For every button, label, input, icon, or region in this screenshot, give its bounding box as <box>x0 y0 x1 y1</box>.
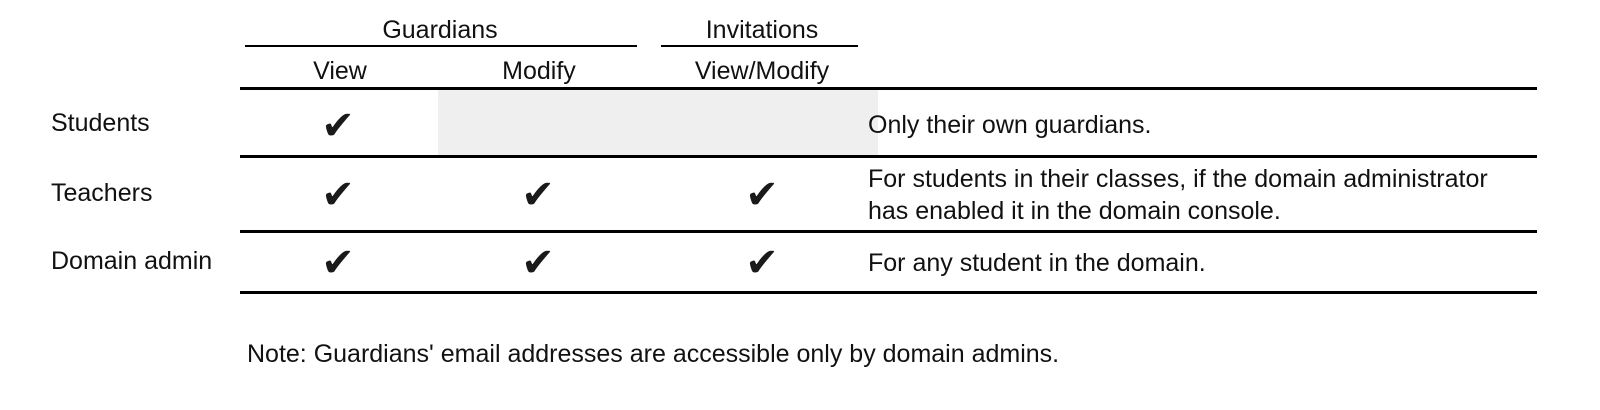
row-note-students: Only their own guardians. <box>868 111 1152 139</box>
table-footnote: Note: Guardians' email addresses are acc… <box>247 340 1060 368</box>
cell-teachers-guardians-modify-check: ✔ <box>521 172 555 218</box>
cell-teachers-guardians-view-check: ✔ <box>321 172 355 218</box>
row-note-domain-admin: For any student in the domain. <box>868 249 1206 277</box>
cell-students-not-applicable-shade <box>438 90 878 155</box>
sub-header-guardians-modify: Modify <box>502 57 576 85</box>
row-label-students: Students <box>51 109 150 137</box>
cell-domain-admin-guardians-modify-check: ✔ <box>521 240 555 286</box>
cell-teachers-invitations-view-modify-check: ✔ <box>745 172 779 218</box>
table-rule-after-teachers <box>240 230 1537 233</box>
group-header-invitations: Invitations <box>705 16 819 44</box>
group-rule-invitations <box>661 45 858 47</box>
row-label-domain-admin: Domain admin <box>51 247 213 275</box>
table-rule-top <box>240 87 1537 90</box>
cell-domain-admin-invitations-view-modify-check: ✔ <box>745 240 779 286</box>
table-rule-bottom <box>240 291 1537 294</box>
sub-header-guardians-view: View <box>313 57 367 85</box>
cell-students-guardians-view-check: ✔ <box>321 103 355 149</box>
group-header-guardians: Guardians <box>382 16 498 44</box>
group-rule-guardians <box>245 45 637 47</box>
row-label-teachers: Teachers <box>51 179 153 207</box>
row-note-teachers: For students in their classes, if the do… <box>868 165 1488 225</box>
table-rule-after-students <box>240 155 1537 158</box>
sub-header-invitations-view-modify: View/Modify <box>694 57 830 85</box>
cell-domain-admin-guardians-view-check: ✔ <box>321 240 355 286</box>
